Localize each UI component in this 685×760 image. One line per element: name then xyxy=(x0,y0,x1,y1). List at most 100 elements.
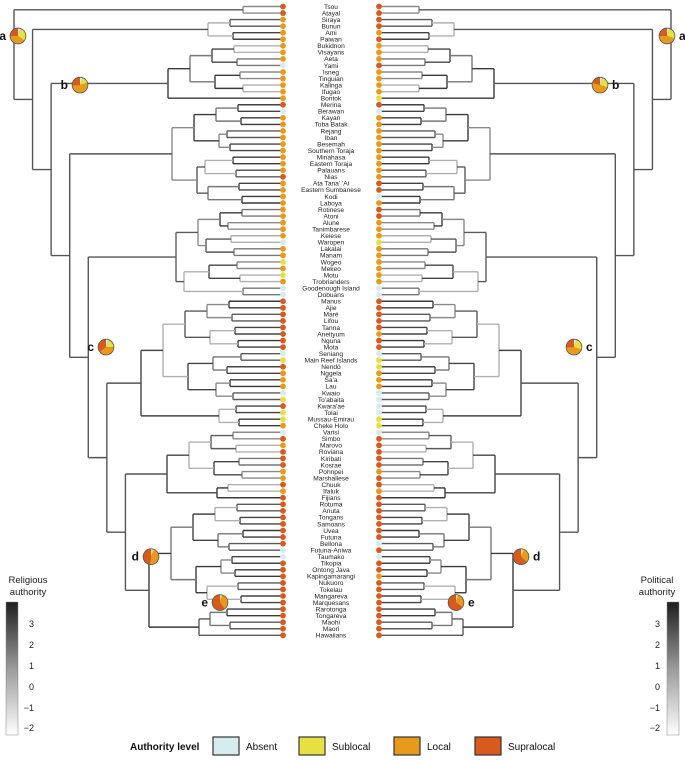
political-tip-marker xyxy=(376,324,382,331)
political-tip-marker xyxy=(376,285,382,292)
political-tip-marker xyxy=(376,488,382,495)
religious-tip-marker xyxy=(280,507,286,514)
political-tip-marker xyxy=(376,141,382,147)
node-c-political-pie xyxy=(565,338,583,356)
language-label: Taumako xyxy=(318,554,345,561)
language-label: Kalinga xyxy=(320,82,342,89)
religious-tip-marker xyxy=(280,390,286,396)
political-bar-title-2: authority xyxy=(639,587,676,598)
political-tip-marker xyxy=(376,455,382,462)
religious-bar-title-2: authority xyxy=(10,587,47,598)
political-tip-marker xyxy=(376,612,382,619)
political-tip-marker xyxy=(376,442,382,449)
political-tip-marker xyxy=(376,180,382,187)
religious-tip-marker xyxy=(280,298,286,305)
religious-tip-marker xyxy=(280,521,286,527)
political-tip-marker xyxy=(376,291,382,298)
religious-tip-marker xyxy=(280,141,286,147)
religious-tip-marker xyxy=(280,121,286,128)
religious-tip-marker xyxy=(280,10,286,16)
political-tip-marker xyxy=(376,95,382,102)
religious-tip-marker xyxy=(280,442,286,449)
pie-slice-absent xyxy=(106,339,109,348)
political-tip-marker xyxy=(376,226,382,233)
religious-tip-marker xyxy=(280,23,286,30)
pie-slice-local xyxy=(10,35,25,44)
language-label: Varisi xyxy=(323,430,340,437)
pie-slice-absent xyxy=(521,549,522,557)
language-label: Tongans xyxy=(319,515,345,522)
pie-slice-supralocal xyxy=(10,28,18,36)
religious-tip-marker xyxy=(280,42,286,49)
religious-tip-marker xyxy=(280,494,286,501)
political-tip-marker xyxy=(376,370,382,377)
language-label: Kayan xyxy=(322,115,341,122)
language-label: Ata Tana' 'Ai xyxy=(313,181,350,188)
religious-tip-marker xyxy=(280,599,286,606)
language-label: Marquesans xyxy=(313,600,350,607)
political-tip-marker xyxy=(376,56,382,62)
pie-slice-sublocal xyxy=(667,28,675,39)
political-tip-marker xyxy=(376,586,382,593)
language-label: Berawan xyxy=(318,109,344,116)
language-label: Siraya xyxy=(322,17,341,24)
religious-tip-marker xyxy=(280,403,286,409)
language-label: Lau xyxy=(325,384,336,391)
political-tip-marker xyxy=(376,200,382,206)
religious-tick: 1 xyxy=(29,661,34,671)
political-tip-marker xyxy=(376,547,382,554)
political-tip-marker xyxy=(376,435,382,442)
political-tip-marker xyxy=(376,521,382,527)
language-label: Atoni xyxy=(323,213,339,220)
political-tip-marker xyxy=(376,213,382,220)
language-label: Futuna xyxy=(321,534,342,541)
political-tip-marker xyxy=(376,265,382,272)
legend: Authority level Absent Sublocal Local Su… xyxy=(130,736,555,756)
language-label: Visayans xyxy=(318,50,345,57)
node-a-political-pie xyxy=(658,27,676,45)
political-tip-marker xyxy=(376,272,382,278)
political-tip-marker xyxy=(376,599,382,606)
political-tip-marker xyxy=(376,383,382,390)
pie-slice-local xyxy=(659,35,675,44)
religious-tip-marker xyxy=(280,304,286,311)
node-label: b xyxy=(612,78,619,92)
religious-tip-marker xyxy=(280,226,286,233)
language-label: Kosrae xyxy=(321,462,342,469)
language-label: Ajie xyxy=(326,305,337,312)
political-gradient-bar xyxy=(666,601,680,736)
language-label: Ifaluk xyxy=(323,489,339,496)
political-tip-marker xyxy=(376,429,382,436)
religious-tip-marker xyxy=(280,586,286,593)
religious-tip-marker xyxy=(280,481,286,488)
node-label: c xyxy=(87,340,94,354)
religious-tip-marker xyxy=(280,468,286,475)
political-tip-marker xyxy=(376,259,382,265)
pie-slice-sublocal xyxy=(600,77,608,88)
language-label: Kwara'ae xyxy=(317,403,345,410)
language-label: Lakalai xyxy=(321,246,342,253)
religious-tip-marker xyxy=(280,259,286,265)
pie-slice-local xyxy=(72,82,88,93)
pie-slice-local xyxy=(456,595,464,607)
religious-tip-marker xyxy=(280,252,286,259)
language-label: Mangareva xyxy=(315,593,348,600)
political-tip-marker xyxy=(376,193,382,200)
political-tip-marker xyxy=(376,468,382,475)
religious-tip-marker xyxy=(280,514,286,521)
language-label: Nukuoro xyxy=(319,580,344,587)
political-tip-marker xyxy=(376,593,382,599)
political-tip-marker xyxy=(376,422,382,429)
language-label: Kapingamarangi xyxy=(307,574,356,581)
religious-tip-marker xyxy=(280,429,286,436)
political-tip-marker xyxy=(376,278,382,285)
pie-slice-absent xyxy=(574,339,577,348)
religious-tip-marker xyxy=(280,134,286,141)
religious-tip-marker xyxy=(280,62,286,69)
language-label: Anuta xyxy=(322,508,340,515)
pie-slice-sublocal xyxy=(220,595,223,603)
language-label: Seniang xyxy=(319,351,344,358)
language-label: Eastern Toraja xyxy=(310,161,353,168)
language-label: To'abaita xyxy=(318,397,345,404)
political-tip-marker xyxy=(376,36,382,43)
